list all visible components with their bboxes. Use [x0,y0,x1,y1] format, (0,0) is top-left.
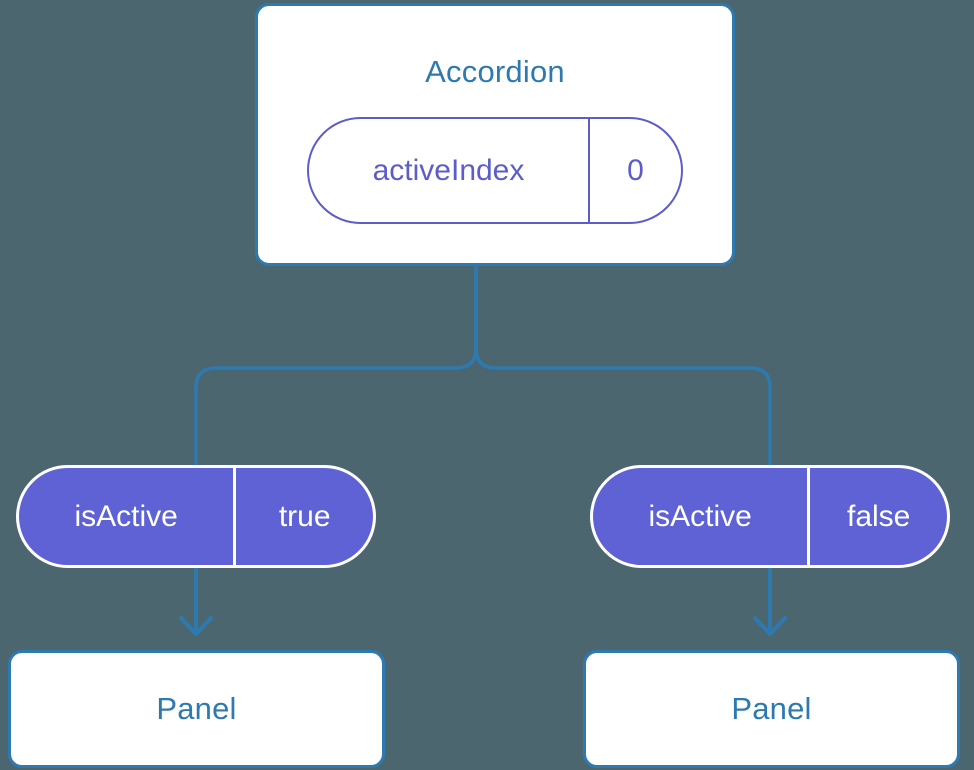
component-title-panel-left: Panel [156,691,237,726]
prop-pill-key: isActive [74,499,178,533]
component-node-panel-right[interactable]: Panel [583,650,960,768]
state-pill-value: 0 [587,119,681,222]
prop-pill-key: isActive [648,499,752,533]
prop-pill-is-active-right[interactable]: isActive false [590,465,950,568]
prop-pill-is-active-left[interactable]: isActive true [16,465,376,568]
arrow-down-icon-right [753,566,787,636]
state-pill-active-index[interactable]: activeIndex 0 [307,117,683,224]
component-title-accordion: Accordion [425,54,565,89]
state-pill-key: activeIndex [372,153,525,187]
connector-branch-right [474,264,772,468]
connector-trunk-split [194,264,478,468]
arrow-down-icon-left [179,566,213,636]
prop-pill-value: true [233,468,373,565]
component-title-panel-right: Panel [731,691,812,726]
prop-pill-value: false [807,468,947,565]
component-node-panel-left[interactable]: Panel [8,650,385,768]
